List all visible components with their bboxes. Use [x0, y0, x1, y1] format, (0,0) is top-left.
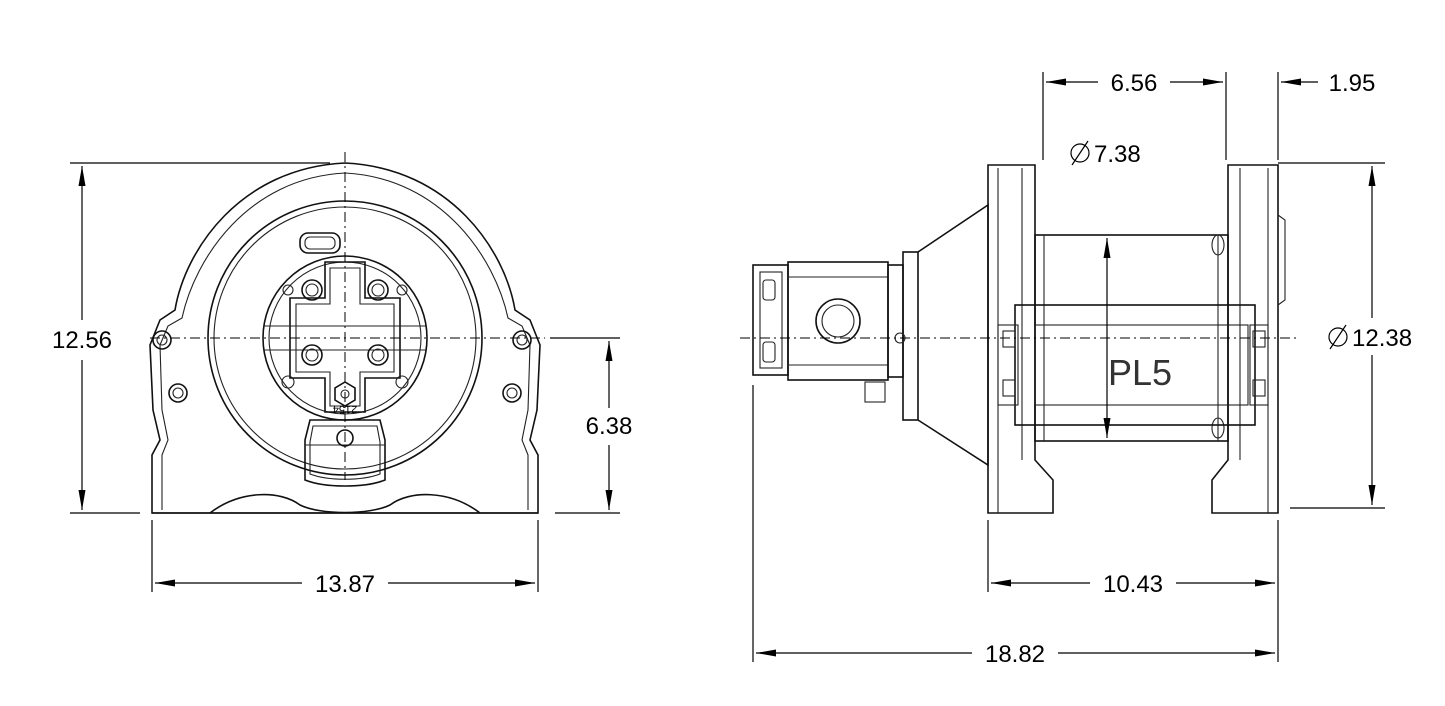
side-drum-slot: [1211, 417, 1225, 439]
side-diameter-symbol: [1070, 143, 1090, 163]
front-top-slot-inner: [304, 236, 336, 250]
front-bolt: [371, 348, 385, 362]
front-bolt: [396, 284, 408, 296]
front-lower-boss: [304, 419, 386, 487]
side-tie-bar-end: [1249, 324, 1269, 406]
front-housing-outline: [149, 162, 541, 514]
front-mount-hole: [156, 334, 168, 346]
front-mount-hole: [172, 387, 184, 399]
side-tie-bar-bolt: [1252, 330, 1266, 348]
side-brake-fins: [1277, 214, 1286, 306]
side-housing-cone: [917, 203, 989, 467]
side-right-flange: [1211, 164, 1279, 514]
front-mount-hole: [506, 387, 518, 399]
side-flange-diameter-text: 12.38: [1352, 325, 1412, 352]
side-motor-body: [752, 264, 789, 376]
side-motor-port-inner: [821, 304, 855, 338]
side-flange-diameter-symbol: [1328, 327, 1348, 347]
side-motor-flange: [902, 251, 919, 421]
front-bolt: [281, 375, 295, 389]
side-diameter-symbol-slash: [1071, 140, 1089, 166]
front-dimensions: 12.56 6.38 13.87: [52, 162, 633, 598]
front-bolt: [367, 279, 389, 301]
side-model-label: PL5: [1108, 352, 1172, 393]
front-part-stamp: 2154: [333, 403, 357, 415]
front-height-text: 12.56: [52, 327, 112, 354]
side-tie-bar-bolt: [1002, 330, 1016, 348]
side-dimensions: 6.56 1.95 7.38 12.38 10.43 18.82: [752, 70, 1412, 668]
side-motor-fitting: [864, 381, 886, 403]
side-drum-diameter-text: 7.38: [1094, 141, 1141, 168]
front-motor-cross: [289, 261, 401, 413]
front-mount-hole: [502, 383, 522, 403]
front-motor-cross-inner: [295, 267, 395, 407]
front-bolt: [371, 283, 385, 297]
front-bolt-group: [281, 279, 409, 389]
front-mount-hole: [168, 383, 188, 403]
side-tie-bar-end: [997, 324, 1019, 406]
front-mounting-holes: [152, 330, 532, 403]
front-mount-hole: [516, 334, 528, 346]
front-center-height-text: 6.38: [586, 413, 633, 440]
front-top-slot: [299, 232, 341, 254]
front-bolt: [305, 348, 319, 362]
side-motor-port: [762, 341, 776, 363]
front-width-text: 13.87: [315, 571, 375, 598]
side-motor-adapter: [887, 264, 904, 378]
front-bolt: [301, 279, 323, 301]
side-flange-diameter-slash: [1329, 324, 1347, 350]
front-base-scallop: [209, 493, 481, 514]
side-motor-housing: [787, 261, 889, 381]
side-tie-bar-bolt: [1002, 379, 1016, 397]
front-bolt: [367, 344, 389, 366]
front-mount-hole: [512, 330, 532, 350]
side-motor-cap-inner: [759, 271, 783, 369]
front-bolt: [301, 344, 323, 366]
side-view: PL5: [740, 164, 1300, 514]
front-mount-hole: [152, 330, 172, 350]
side-drum-length-text: 6.56: [1111, 70, 1158, 97]
front-bolt: [395, 375, 409, 389]
side-base-width-text: 10.43: [1103, 571, 1163, 598]
side-flange-offset-text: 1.95: [1329, 70, 1376, 97]
side-tie-bar: [1014, 304, 1256, 426]
front-bolt: [282, 284, 294, 296]
side-left-flange: [987, 164, 1054, 514]
front-view: 2154: [149, 152, 545, 514]
side-overall-length-text: 18.82: [985, 641, 1045, 668]
side-motor-port: [762, 279, 776, 301]
side-tie-bar-bolt: [1252, 379, 1266, 397]
front-bolt: [305, 283, 319, 297]
side-motor-port-circle: [815, 298, 861, 344]
front-lower-boss-inner: [309, 425, 381, 480]
side-drum-slot: [1211, 234, 1225, 256]
side-tie-bar-inner: [1034, 324, 1249, 406]
